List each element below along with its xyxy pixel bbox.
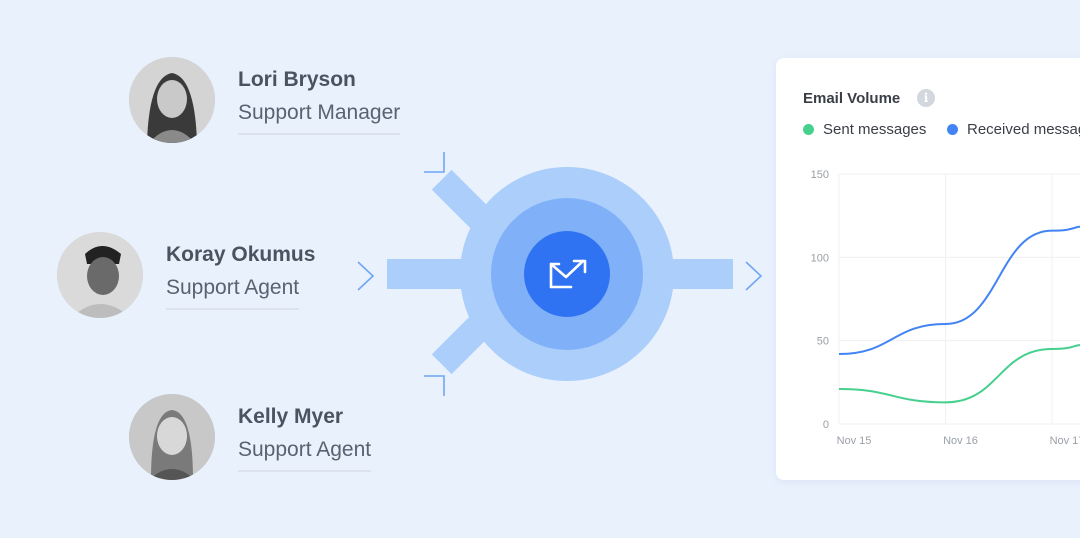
series-line-received-messages xyxy=(838,225,1080,355)
legend-item-received[interactable]: Received messages xyxy=(947,121,1080,138)
corner-mark xyxy=(424,152,445,173)
legend-label: Received messages xyxy=(967,121,1080,138)
y-tick-label: 150 xyxy=(811,169,829,181)
person-name: Kelly Myer xyxy=(238,405,344,428)
avatar xyxy=(57,232,143,318)
avatar xyxy=(129,57,215,143)
legend-dot xyxy=(947,124,958,135)
chevron-right-icon xyxy=(357,261,375,291)
legend-label: Sent messages xyxy=(823,121,927,138)
y-tick-label: 100 xyxy=(811,252,829,264)
avatar xyxy=(129,394,215,480)
y-tick-label: 50 xyxy=(817,336,829,348)
card-title: Email Volume xyxy=(803,90,901,107)
person-role: Support Agent xyxy=(166,276,300,310)
chevron-right-icon xyxy=(745,261,763,291)
hub-core xyxy=(524,231,610,317)
mail-send-icon xyxy=(549,259,587,289)
series-line-sent-messages xyxy=(838,344,1080,404)
person-role: Support Agent xyxy=(238,438,372,472)
x-tick-label: Nov 17 xyxy=(1050,435,1080,447)
legend-item-sent[interactable]: Sent messages xyxy=(803,121,926,138)
email-volume-card: Email Volume i Sent messages Received me… xyxy=(776,58,1080,480)
info-icon[interactable]: i xyxy=(917,89,935,107)
person-name: Koray Okumus xyxy=(166,243,316,266)
person-role: Support Manager xyxy=(238,101,401,135)
x-tick-label: Nov 16 xyxy=(943,435,978,447)
y-tick-label: 0 xyxy=(823,419,829,431)
corner-mark xyxy=(424,375,445,396)
x-tick-label: Nov 15 xyxy=(837,435,872,447)
person-name: Lori Bryson xyxy=(238,68,356,91)
legend-dot xyxy=(803,124,814,135)
